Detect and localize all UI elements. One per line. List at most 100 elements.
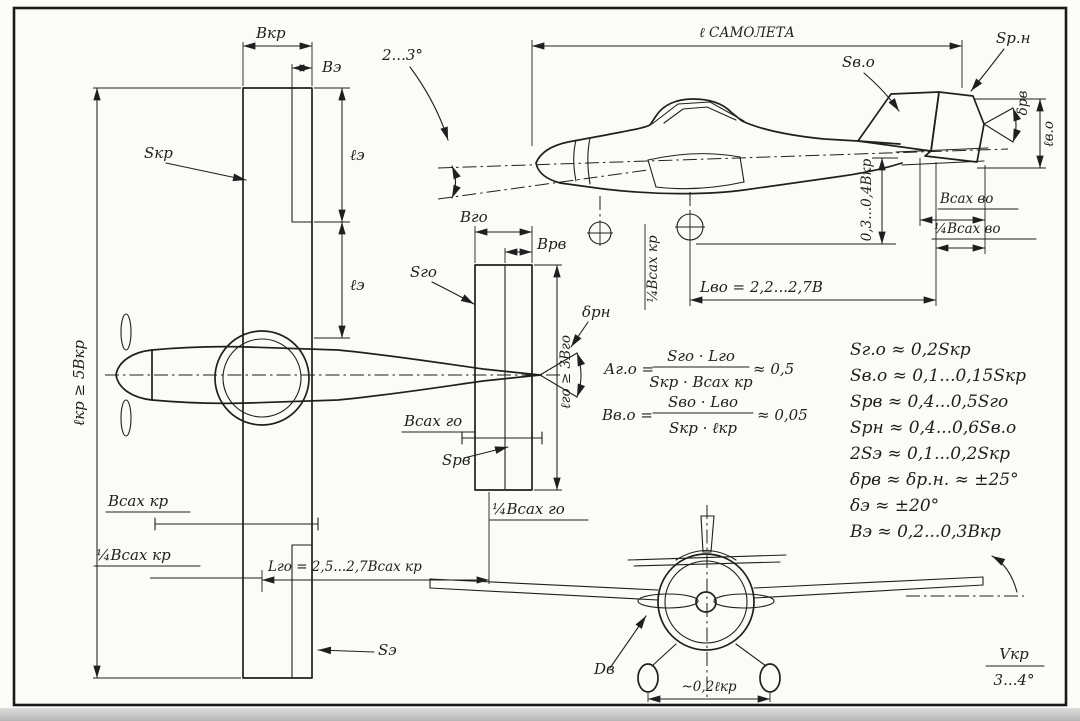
- label-dihedral-angle: 3...4°: [994, 671, 1035, 689]
- label-b-e: Вэ: [321, 58, 341, 76]
- dim-b-sah-go: Всах го: [401, 412, 543, 445]
- formula-ago-den: Sкр · Всах кр: [649, 373, 753, 391]
- dim-l-vo-arm: Lво = 2,2...2,7В: [690, 278, 936, 304]
- label-v-kr: Vкр: [999, 645, 1029, 663]
- label-b-sah-kr: Всах кр: [107, 492, 169, 510]
- label-b-sah-go: Всах го: [403, 412, 462, 430]
- spinner-front: [695, 591, 717, 613]
- cowl-ring-inner: [664, 560, 748, 644]
- wing-front-left: [429, 578, 659, 601]
- main-wheel-left: [637, 663, 659, 693]
- approx-item: Sрв ≈ 0,4...0,5Sго: [850, 392, 1008, 412]
- approx-item: δэ ≈ ±20°: [850, 496, 939, 516]
- dim-l-go-span: ℓго ≥ 3Вго: [534, 264, 574, 491]
- formula-ago-num: Sго · Lго: [667, 347, 735, 365]
- fin-side: [857, 91, 940, 152]
- formula-bvo: Вв.о = Sво · Lво Sкр · ℓкр ≈ 0,05: [601, 393, 808, 437]
- label-l-kr: ℓкр ≥ 5Вкр: [70, 340, 88, 426]
- dim-quarter-b-sah-go: ¼Всах го: [488, 492, 589, 584]
- dim-l-kr: ℓкр ≥ 5Вкр: [70, 87, 241, 679]
- formula-ago-rhs: ≈ 0,5: [753, 360, 794, 378]
- label-b-sah-vo: Всах во: [939, 191, 993, 207]
- dim-b-rv: Врв: [504, 235, 567, 263]
- label-s-vo: Sв.о: [842, 53, 875, 71]
- approximations-list: Sг.о ≈ 0,2Sкр Sв.о ≈ 0,1...0,15Sкр Sрв ≈…: [849, 340, 1026, 542]
- dim-b-kr: Вкр: [242, 24, 313, 86]
- approx-item: Sв.о ≈ 0,1...0,15Sкр: [850, 366, 1026, 386]
- dim-tail-height: 0,3...0,4Вкр: [696, 157, 898, 245]
- htail-top-view: Вго Врв Sго ℓго ≥ 3Вго δрн Всах го: [401, 208, 611, 584]
- label-delta-rn: δрн: [582, 303, 611, 321]
- wing-planform: [242, 87, 313, 679]
- label-b-go: Вго: [459, 208, 488, 226]
- prop-blade-left: [637, 593, 699, 609]
- stab-front-upper: [627, 554, 787, 561]
- se-callout: Sэ: [317, 641, 397, 659]
- label-l-vo-span: ℓв.о: [1041, 121, 1057, 147]
- htail-planform: [474, 264, 533, 491]
- dim-l-go-arm: Lго = 2,5...2,7Всах кр: [262, 559, 489, 584]
- cg-mark-forward: [587, 196, 613, 246]
- label-s-rn: Sр.н: [996, 29, 1031, 47]
- wing-front-right: [753, 576, 984, 599]
- formula-bvo-num: Sво · Lво: [668, 393, 738, 411]
- cowl-ring-outer: [657, 553, 755, 651]
- prop-blade-right: [713, 593, 775, 609]
- label-incidence: 2...3°: [381, 46, 423, 64]
- label-quarter-b-sah-go: ¼Всах го: [492, 500, 565, 518]
- formula-bvo-den: Sкр · ℓкр: [669, 419, 737, 437]
- canopy-circle-inner: [222, 338, 302, 418]
- label-s-kr: Sкр: [144, 144, 173, 162]
- stab-side: [895, 147, 989, 166]
- dv-callout: Dв: [593, 615, 647, 678]
- label-b-kr: Вкр: [255, 24, 286, 42]
- label-l-vo-arm: Lво = 2,2...2,7В: [699, 278, 823, 296]
- approx-item: Sрн ≈ 0,4...0,6Sв.о: [850, 418, 1016, 438]
- spinner-topview: [115, 349, 153, 401]
- label-l-e-upper: ℓэ: [350, 146, 365, 164]
- formula-bvo-lhs: Вв.о =: [601, 406, 653, 424]
- wing-root-side: [647, 153, 745, 190]
- label-quarter-b-sah-kr-side: ¼Всах кр: [645, 235, 661, 303]
- fuselage-lower-outline: [535, 162, 903, 195]
- label-quarter-b-sah-kr: ¼Всах кр: [96, 546, 171, 564]
- canopy-frame: [651, 101, 745, 125]
- dim-l-vo-span: ℓв.о: [974, 98, 1057, 169]
- srv-callout: Sрв: [442, 446, 509, 469]
- label-s-go: Sго: [410, 263, 437, 281]
- skr-callout: Sкр: [144, 144, 247, 182]
- sgo-callout: Sго: [410, 263, 475, 305]
- approx-item: δрв ≈ δр.н. ≈ ±25°: [850, 470, 1019, 490]
- label-s-e: Sэ: [378, 641, 397, 659]
- dim-wheel-track: ~0,2ℓкр: [647, 679, 771, 703]
- dim-aileron-span: ℓэ ℓэ: [314, 87, 365, 339]
- formulas: Аг.о = Sго · Lго Sкр · Всах кр ≈ 0,5 Вв.…: [601, 347, 808, 437]
- canopy-frame-inner: [663, 106, 737, 124]
- landing-gear: [637, 643, 781, 693]
- wing-chord-line: [437, 169, 649, 200]
- fuselage-upper-outline: [535, 98, 901, 164]
- fin-front: [700, 515, 715, 553]
- label-l-go-span: ℓго ≥ 3Вго: [558, 335, 574, 409]
- label-l-go-arm: Lго = 2,5...2,7Всах кр: [267, 559, 422, 575]
- dim-b-e: Вэ: [291, 58, 341, 88]
- side-view: 2...3° ℓ САМОЛЕТА Sв.о Sр.н: [381, 25, 1057, 310]
- main-wheel-right: [759, 663, 781, 693]
- label-delta-rv: δрв: [1015, 91, 1031, 116]
- label-b-rv: Врв: [536, 235, 567, 253]
- label-wheel-track: ~0,2ℓкр: [681, 679, 736, 695]
- srn-callout: Sр.н: [970, 29, 1031, 92]
- scan-edge-band: [0, 708, 1080, 721]
- drawing-frame: [12, 6, 1068, 707]
- label-l-samoleta: ℓ САМОЛЕТА: [699, 25, 795, 41]
- prop-blade-top: [120, 313, 132, 351]
- approx-item: Вэ ≈ 0,2...0,3Вкр: [849, 522, 1001, 542]
- dim-b-go: Вго: [459, 208, 533, 263]
- dim-b-sah-vo: Всах во: [919, 158, 1019, 254]
- canopy-front: [675, 550, 737, 561]
- label-tail-height: 0,3...0,4Вкр: [859, 158, 875, 241]
- wing-top-view: Вкр Вэ Sкр ℓэ ℓэ ℓкр ≥ 5Вкр: [70, 24, 560, 679]
- dim-b-sah-kr: Всах кр: [105, 492, 319, 531]
